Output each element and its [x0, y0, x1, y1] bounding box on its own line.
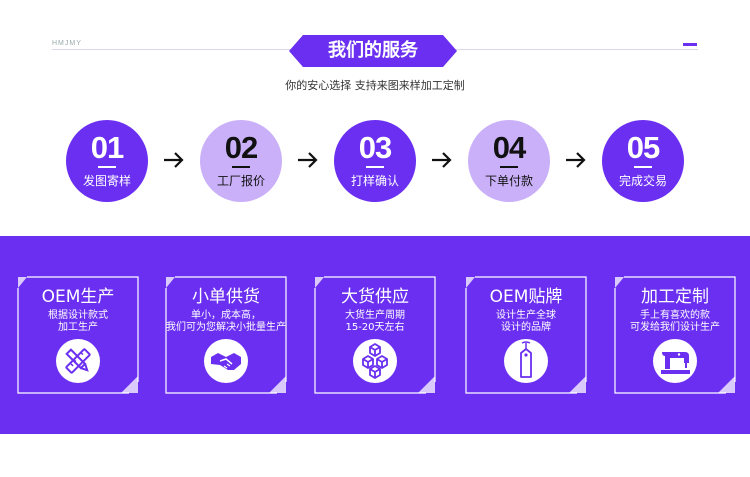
pencil-ruler-icon	[56, 339, 100, 383]
service-card-oem-production: OEM生产 根据设计款式 加工生产	[17, 276, 139, 394]
tag-icon	[504, 339, 548, 383]
service-description-line: 大货生产周期	[345, 310, 405, 321]
service-title: OEM贴牌	[489, 287, 563, 307]
service-description: 手上有喜欢的款 可发给我们设计生产	[606, 310, 744, 334]
step-divider	[232, 166, 250, 168]
service-description-line: 设计的品牌	[501, 322, 551, 333]
step-4: 04 下单付款	[468, 120, 550, 202]
service-title: 大货供应	[341, 287, 409, 307]
step-label: 完成交易	[618, 174, 667, 188]
step-label: 下单付款	[484, 174, 533, 188]
step-5: 05 完成交易	[602, 120, 684, 202]
brand-mark: HMJMY	[52, 40, 82, 47]
handshake-icon	[204, 339, 248, 383]
card-frame	[465, 276, 587, 394]
service-description: 根据设计款式 加工生产	[9, 310, 147, 334]
arrow-right-icon	[298, 152, 318, 168]
card-frame	[17, 276, 139, 394]
step-3: 03 打样确认	[334, 120, 416, 202]
service-description-line: 单小，成本高，	[191, 310, 261, 321]
step-number: 03	[358, 130, 392, 165]
step-number: 04	[492, 130, 526, 165]
service-description-line: 设计生产全球	[496, 310, 556, 321]
step-number: 01	[90, 130, 124, 165]
service-description-line: 加工生产	[58, 322, 98, 333]
step-divider	[366, 166, 384, 168]
service-description-line: 15-20天左右	[345, 322, 405, 333]
service-card-custom-processing: 加工定制 手上有喜欢的款 可发给我们设计生产	[614, 276, 736, 394]
services-band	[0, 236, 750, 434]
service-title: OEM生产	[41, 287, 115, 307]
service-card-bulk-supply: 大货供应 大货生产周期 15-20天左右	[314, 276, 436, 394]
arrow-right-icon	[566, 152, 586, 168]
step-divider	[634, 166, 652, 168]
service-description: 大货生产周期 15-20天左右	[306, 310, 444, 334]
sewing-machine-icon	[653, 339, 697, 383]
service-description: 设计生产全球 设计的品牌	[457, 310, 595, 334]
page-title: 我们的服务	[328, 40, 418, 61]
step-divider	[98, 166, 116, 168]
card-frame	[165, 276, 287, 394]
service-card-small-order: 小单供货 单小，成本高， 我们可为您解决小批量生产	[165, 276, 287, 394]
service-title: 小单供货	[192, 287, 260, 307]
step-number: 05	[626, 130, 660, 165]
section-title-banner: 我们的服务	[289, 35, 457, 67]
service-card-oem-label: OEM贴牌 设计生产全球 设计的品牌	[465, 276, 587, 394]
boxes-icon	[353, 339, 397, 383]
arrow-right-icon	[164, 152, 184, 168]
service-description-line: 根据设计款式	[48, 310, 108, 321]
page-subtitle: 你的安心选择 支持来图来样加工定制	[285, 79, 465, 92]
title-banner-shape	[289, 35, 457, 67]
step-2: 02 工厂报价	[200, 120, 282, 202]
service-description-line: 我们可为您解决小批量生产	[166, 322, 286, 333]
step-label: 发图寄样	[82, 174, 131, 188]
service-description: 单小，成本高， 我们可为您解决小批量生产	[157, 310, 295, 334]
service-title: 加工定制	[641, 287, 709, 307]
card-frame	[614, 276, 736, 394]
card-frame	[314, 276, 436, 394]
arrow-right-icon	[432, 152, 452, 168]
step-label: 工厂报价	[216, 174, 265, 188]
accent-mark	[683, 43, 697, 46]
step-1: 01 发图寄样	[66, 120, 148, 202]
step-divider	[500, 166, 518, 168]
step-label: 打样确认	[350, 174, 399, 188]
service-description-line: 可发给我们设计生产	[630, 322, 720, 333]
service-description-line: 手上有喜欢的款	[640, 310, 710, 321]
step-number: 02	[224, 130, 258, 165]
